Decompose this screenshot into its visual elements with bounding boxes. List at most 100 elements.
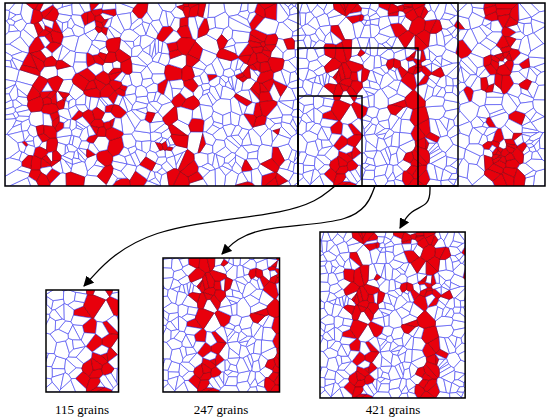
grain	[50, 173, 67, 186]
grain	[417, 273, 427, 282]
grain	[5, 52, 13, 61]
grain	[434, 272, 440, 283]
grain	[95, 26, 102, 33]
grain	[389, 310, 402, 328]
grain	[342, 124, 354, 139]
grain	[187, 307, 198, 316]
grain	[394, 274, 407, 283]
grain	[324, 84, 337, 95]
grain	[500, 46, 511, 53]
grain	[444, 280, 451, 288]
grain	[491, 20, 503, 32]
grain-map	[46, 290, 119, 392]
grain	[494, 74, 502, 90]
grain	[531, 19, 545, 33]
grain	[405, 48, 416, 58]
grain	[429, 50, 437, 62]
grain	[209, 377, 221, 390]
grain	[394, 179, 405, 186]
grain	[423, 365, 438, 379]
grain	[216, 360, 225, 372]
grain	[164, 81, 173, 101]
grain	[339, 144, 353, 153]
grain	[444, 379, 452, 393]
panel-frame	[320, 232, 465, 398]
grain	[481, 77, 488, 91]
grain	[251, 168, 262, 186]
grain	[490, 112, 508, 128]
grain	[353, 21, 364, 38]
grain	[405, 90, 425, 109]
grain	[400, 282, 407, 293]
grain	[52, 116, 59, 128]
grain	[53, 150, 62, 160]
grain	[176, 107, 192, 125]
grain	[229, 315, 242, 326]
grain	[75, 34, 92, 53]
grain	[391, 354, 401, 366]
grain	[380, 379, 390, 384]
grain	[438, 358, 447, 368]
grain	[434, 165, 443, 180]
grain	[378, 120, 389, 129]
grain	[506, 53, 512, 60]
grain	[331, 100, 350, 121]
grain	[377, 247, 382, 252]
grain	[161, 42, 169, 54]
grain	[84, 21, 96, 34]
grain	[306, 122, 315, 132]
grain	[311, 82, 323, 96]
grain	[421, 245, 436, 261]
grain	[349, 258, 360, 270]
grain	[374, 151, 387, 167]
grain	[360, 265, 369, 285]
grain	[115, 49, 130, 63]
grain	[203, 170, 216, 186]
grain	[489, 145, 496, 152]
grain	[163, 106, 178, 126]
grain	[177, 37, 195, 55]
grain	[226, 136, 241, 148]
grain	[295, 48, 307, 58]
grain	[257, 278, 263, 290]
grain	[20, 29, 34, 47]
grain	[260, 129, 272, 146]
grain	[5, 114, 16, 119]
grain	[446, 76, 453, 86]
grain	[414, 72, 425, 86]
grain	[113, 118, 123, 132]
grain	[223, 124, 236, 137]
grain	[389, 366, 401, 381]
grain	[171, 330, 180, 339]
grain	[220, 385, 240, 392]
grain	[343, 269, 354, 283]
grain	[319, 25, 331, 36]
grain	[415, 367, 424, 377]
panel-frame	[46, 290, 119, 392]
grain	[84, 295, 106, 318]
grain	[348, 350, 359, 361]
grain	[374, 55, 381, 68]
grain	[228, 258, 233, 265]
grain	[364, 240, 377, 245]
grain	[417, 311, 435, 328]
grain	[453, 307, 461, 313]
grain	[117, 13, 131, 30]
grain	[332, 383, 341, 396]
grain	[356, 371, 365, 381]
grain	[484, 169, 500, 181]
grain	[240, 3, 248, 12]
grain	[318, 127, 329, 140]
grain	[150, 121, 165, 132]
grain	[81, 333, 95, 347]
grain	[502, 172, 514, 186]
grain	[379, 243, 385, 248]
grain	[320, 118, 338, 127]
grain	[408, 291, 414, 302]
grain	[171, 134, 189, 148]
grain	[208, 3, 225, 17]
grain	[163, 268, 174, 278]
grain	[444, 34, 453, 45]
grain	[197, 281, 202, 289]
